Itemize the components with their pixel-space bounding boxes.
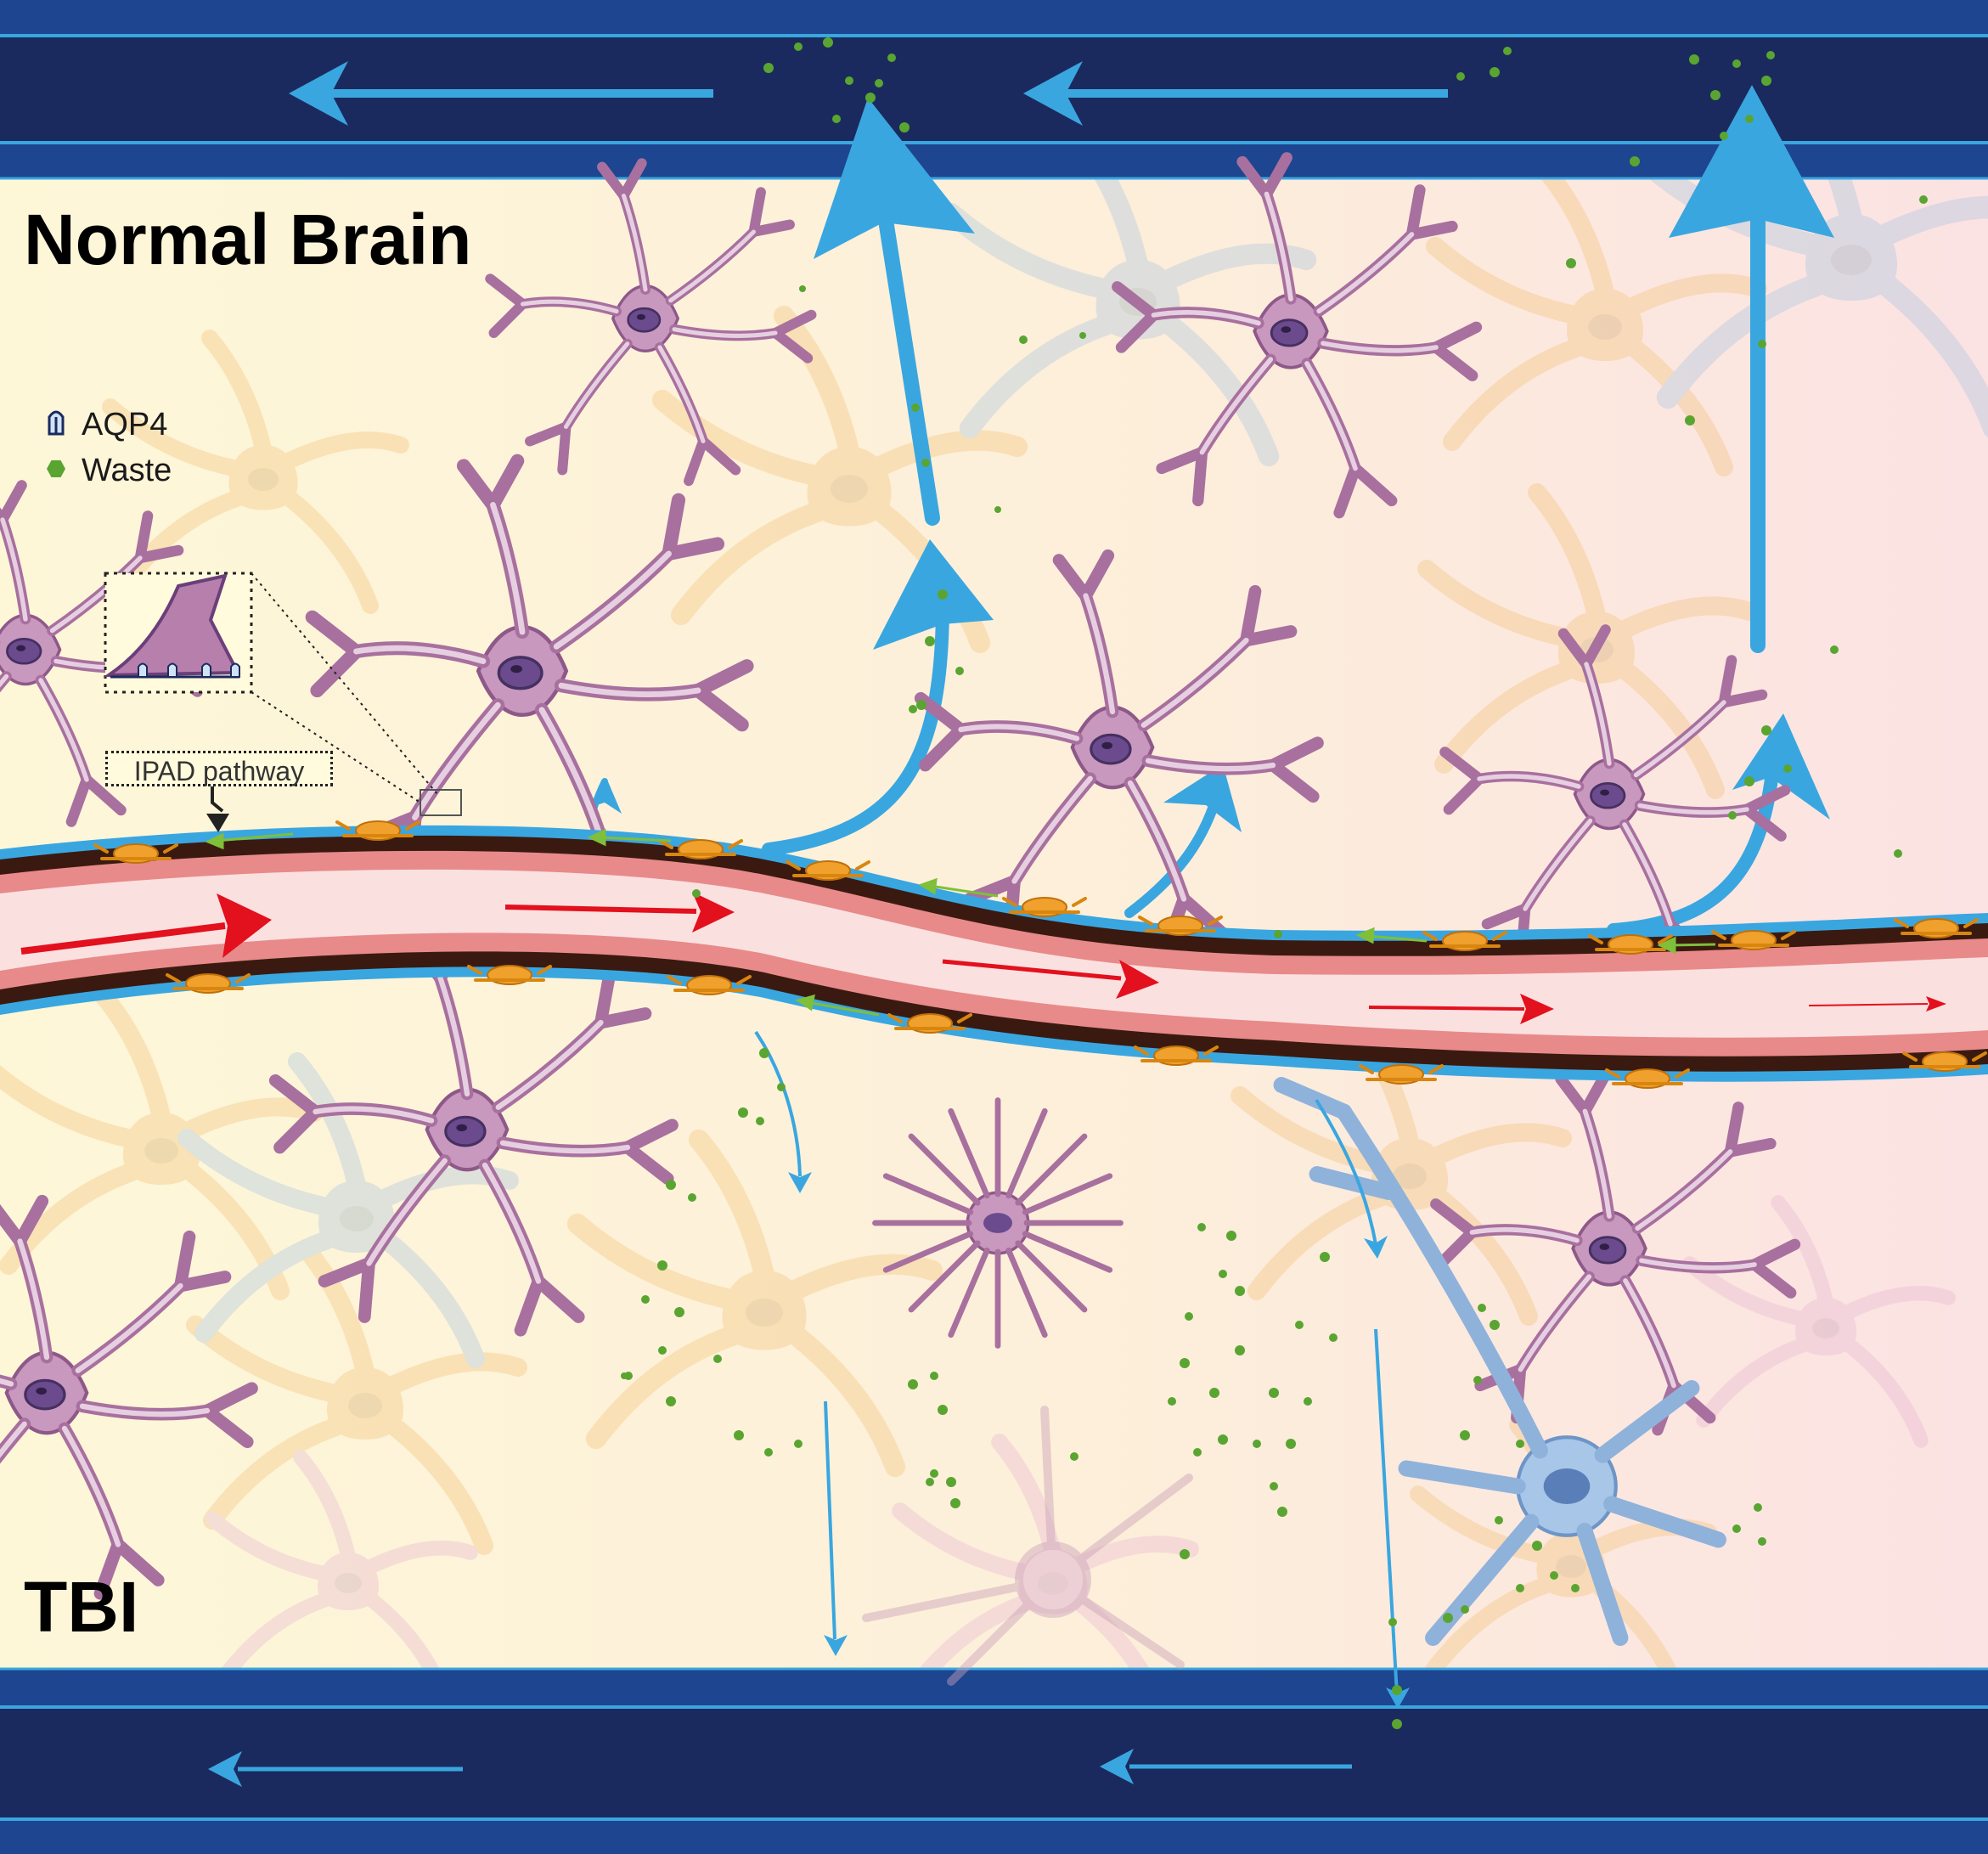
sinus-flow-arrow: [289, 61, 713, 126]
aqp4-channel-icon: [48, 410, 65, 436]
glymphatic-flow-arrows: [591, 175, 1782, 937]
glymphatic-arrowheads: [586, 85, 1834, 832]
ipad-pathway-label: IPAD pathway: [105, 751, 333, 786]
sinus-flow-arrow: [208, 1751, 463, 1787]
impaired-flow-arrowheads: [788, 1172, 1410, 1709]
blood-vessel: [0, 825, 1988, 1082]
ipad-pointer-arrow: [206, 786, 229, 832]
legend-label-aqp4: AQP4: [82, 407, 168, 442]
waste-hexagon-icon: [47, 460, 65, 477]
endfoot-inset: [103, 572, 462, 816]
top-sinus: [0, 0, 1988, 180]
impaired-flow-arrows: [754, 1030, 1399, 1695]
sinus-flow-arrow: [1023, 61, 1448, 126]
panel-label-tbi: TBI: [24, 1567, 139, 1647]
sinus-flow-arrow: [1100, 1749, 1352, 1784]
damaged-astrocytes: [862, 1406, 1193, 1686]
legend-label-waste: Waste: [82, 453, 172, 488]
bottom-sinus: [0, 1667, 1988, 1854]
ipad-flow-arrows: [205, 828, 1716, 1017]
blood-flow-arrows: [20, 892, 1946, 1024]
panel-label-normal-brain: Normal Brain: [24, 200, 472, 279]
waste-particles: [621, 37, 1928, 1729]
